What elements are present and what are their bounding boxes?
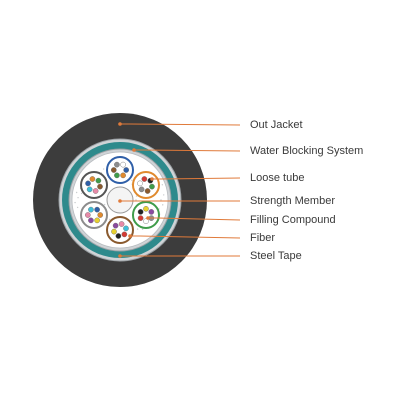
loose-tube xyxy=(131,171,160,199)
loose-tube xyxy=(131,201,160,229)
fiber xyxy=(95,177,102,184)
fiber xyxy=(86,186,93,193)
fiber xyxy=(143,205,149,212)
label-fiber: Fiber xyxy=(250,232,276,244)
fiber xyxy=(92,188,99,194)
filling-compound-speck xyxy=(74,201,76,204)
fiber xyxy=(85,212,91,218)
fiber xyxy=(137,215,144,221)
loose-tube xyxy=(80,201,109,229)
fiber xyxy=(114,172,120,179)
filling-compound-speck xyxy=(102,168,105,170)
leader-line xyxy=(134,149,241,152)
label-loose-tube: Loose tube xyxy=(250,172,305,184)
leader-dot xyxy=(146,216,150,220)
fiber xyxy=(97,183,103,190)
fiber xyxy=(149,183,155,190)
leader-line xyxy=(148,217,241,221)
label-out-jacket: Out Jacket xyxy=(250,119,303,131)
fiber xyxy=(94,217,100,224)
leader-dot xyxy=(150,177,154,181)
fiber xyxy=(111,228,117,235)
leader-dot xyxy=(128,234,132,238)
leader-dot xyxy=(118,122,122,126)
loose-tube xyxy=(106,156,134,184)
fiber xyxy=(97,212,104,218)
leader-line xyxy=(120,123,241,126)
fiber xyxy=(111,167,117,173)
fiber xyxy=(120,161,126,168)
fiber xyxy=(137,209,144,215)
leader-dot xyxy=(132,148,136,152)
filling-compound-speck xyxy=(131,179,133,181)
filling-compound-speck xyxy=(76,206,79,209)
filling-compound-speck xyxy=(135,199,137,201)
filling-compound-speck xyxy=(162,204,164,206)
fiber xyxy=(123,167,129,173)
filling-compound-speck xyxy=(161,184,164,186)
fiber xyxy=(148,209,155,215)
fiber xyxy=(112,222,119,229)
filling-compound-speck xyxy=(135,195,138,197)
filling-compound-speck xyxy=(163,194,165,196)
fiber xyxy=(121,231,128,238)
filling-compound-speck xyxy=(80,192,83,195)
fiber xyxy=(137,180,143,187)
fiber xyxy=(115,233,122,239)
filling-compound-speck xyxy=(141,228,144,230)
filling-compound-speck xyxy=(75,191,78,194)
fiber xyxy=(88,206,94,213)
label-filling-compound: Filling Compound xyxy=(250,214,336,226)
label-strength-member: Strength Member xyxy=(250,195,335,207)
fiber xyxy=(120,172,126,179)
loose-tubes-group xyxy=(80,156,160,244)
label-water-blocking-system: Water Blocking System xyxy=(250,145,364,157)
fiber xyxy=(138,186,145,193)
fiber xyxy=(94,206,100,213)
fiber xyxy=(118,221,125,227)
loose-tube xyxy=(80,171,109,199)
leader-line xyxy=(152,177,241,180)
leader-dot xyxy=(118,199,122,203)
fiber xyxy=(88,217,94,224)
leader-dot xyxy=(118,254,122,258)
fiber xyxy=(123,225,129,232)
fiber xyxy=(89,176,96,182)
fiber xyxy=(141,176,148,182)
label-steel-tape: Steel Tape xyxy=(250,250,302,262)
fiber xyxy=(85,180,91,187)
leader-line xyxy=(130,235,241,239)
fiber xyxy=(144,188,151,194)
leader-lines xyxy=(118,122,241,258)
filling-compound-speck xyxy=(136,228,139,230)
loose-tube xyxy=(106,216,134,244)
fiber xyxy=(114,161,120,168)
filling-compound-speck xyxy=(103,203,106,206)
filling-compound-speck xyxy=(77,196,79,199)
filling-compound-speck xyxy=(160,199,162,201)
filling-compound-speck xyxy=(109,218,111,221)
fiber xyxy=(143,218,149,224)
